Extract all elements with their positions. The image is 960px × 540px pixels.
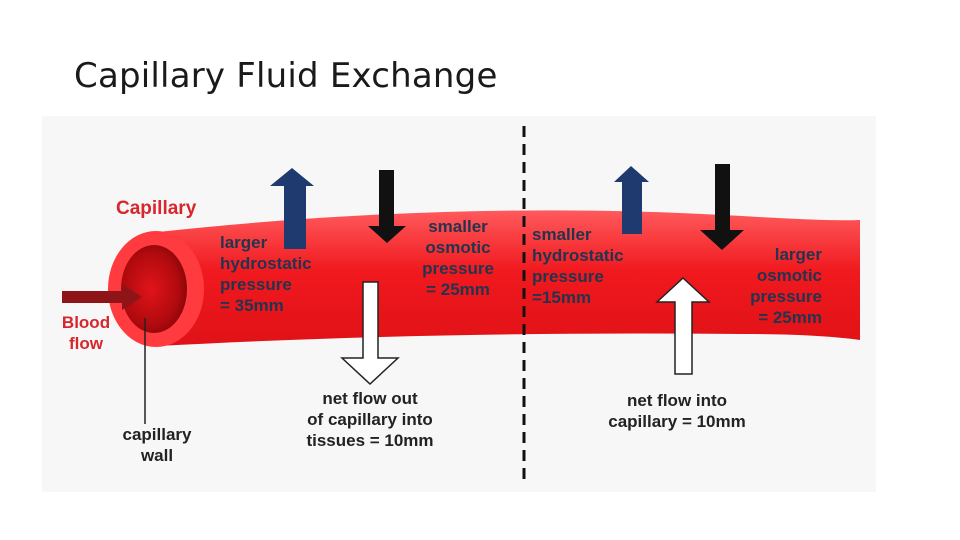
left-osmotic-down-arrow [368, 170, 406, 243]
net-flow-out-label: net flow out of capillary into tissues =… [306, 389, 434, 450]
capillary-lumen [121, 245, 187, 333]
net-flow-into-label: net flow into capillary = 10mm [608, 391, 746, 431]
right-osmotic-down-arrow [700, 164, 744, 250]
net-flow-into-arrow [655, 276, 711, 375]
right-osmotic-label: larger osmotic pressure = 25mm [750, 245, 822, 327]
capillary-label: Capillary [116, 198, 197, 219]
blood-flow-label: Blood flow [61, 313, 111, 353]
slide-title: Capillary Fluid Exchange [74, 56, 498, 96]
capillary-diagram: Capillary Blood flow capillary wall larg… [42, 116, 876, 492]
blood-flow-arrow [62, 284, 142, 310]
right-hydrostatic-up-arrow [614, 166, 649, 234]
net-flow-out-arrow [340, 281, 400, 386]
left-hydrostatic-up-arrow [270, 168, 314, 249]
right-hydrostatic-label: smaller hydrostatic pressure =15mm [532, 225, 624, 307]
left-hydrostatic-label: larger hydrostatic pressure = 35mm [220, 233, 312, 315]
left-osmotic-label: smaller osmotic pressure = 25mm [422, 217, 494, 299]
diagram-graphics [62, 126, 860, 486]
capillary-wall-label: capillary wall [122, 425, 192, 465]
